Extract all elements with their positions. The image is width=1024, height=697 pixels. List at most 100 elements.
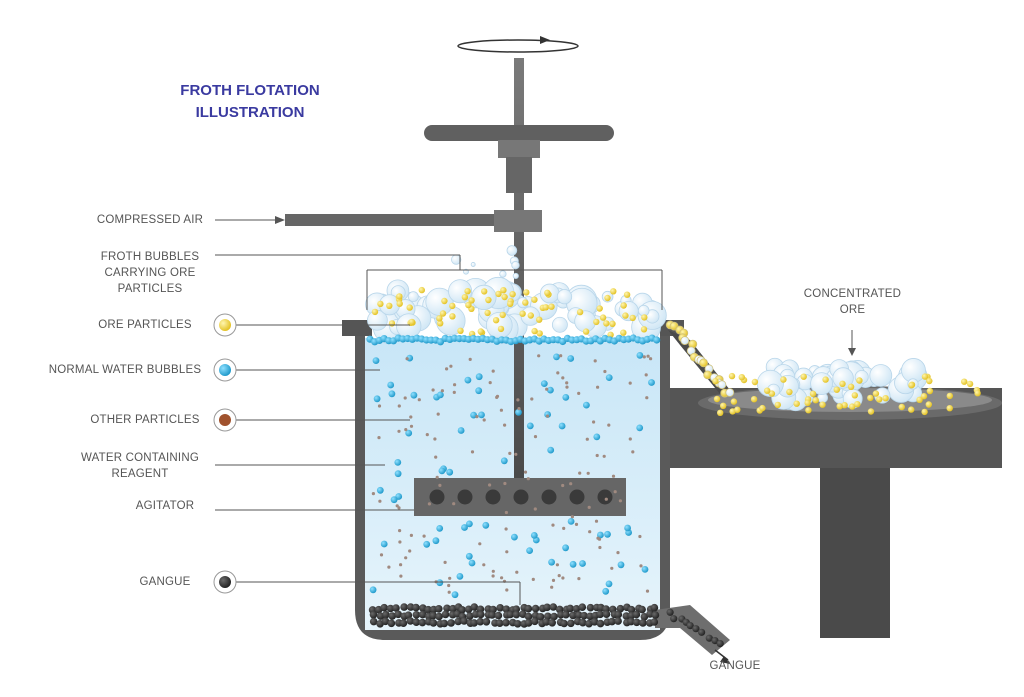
gangue-particle: [496, 604, 505, 612]
gangue-particle: [512, 610, 521, 619]
ore-particle: [519, 310, 526, 317]
ore-particle: [604, 294, 611, 302]
water-bubble: [461, 524, 468, 531]
ore-particle: [809, 390, 817, 397]
water-bubble: [451, 591, 459, 599]
ore-particle: [499, 311, 506, 319]
water-bubble: [387, 381, 395, 389]
water-bubble: [432, 537, 440, 545]
ore-particle: [396, 300, 403, 307]
water-bubble: [593, 433, 601, 441]
gangue-particle: [406, 617, 415, 625]
water-bubble: [436, 579, 444, 587]
other-particle: [569, 482, 573, 486]
other-particle: [592, 420, 596, 424]
ore-particle: [882, 395, 889, 402]
water-bubble: [530, 532, 538, 539]
label-concentrated-ore-line-1: CONCENTRATED: [803, 288, 902, 300]
gangue-particle: [381, 617, 390, 626]
water-bubble: [526, 422, 534, 430]
other-particle: [491, 569, 495, 573]
gangue-particle: [392, 604, 400, 612]
gangue-particle: [608, 617, 616, 626]
ore-particle: [536, 316, 543, 323]
other-particle: [556, 371, 560, 375]
gangue-particle: [711, 637, 719, 645]
other-particle: [631, 450, 635, 454]
chute-particle: [699, 358, 708, 368]
agitator-hole: [429, 489, 445, 505]
other-particle: [526, 477, 530, 481]
ore-particle: [841, 402, 848, 409]
ore-particle: [599, 314, 607, 321]
froth-bubble: [511, 261, 520, 270]
ore-particle: [492, 317, 500, 324]
gangue-particle: [435, 612, 443, 621]
other-particle: [598, 545, 602, 550]
title-line-1: FROTH FLOTATION: [180, 82, 320, 99]
water-bubble: [540, 380, 548, 387]
water-bubble: [369, 586, 377, 594]
ore-particle: [622, 312, 629, 319]
water-bubble: [515, 408, 522, 416]
other-particle: [593, 359, 597, 363]
label-gangue: GANGUE: [139, 576, 191, 588]
gangue-particle: [454, 617, 463, 626]
gangue-particle: [418, 610, 427, 619]
gangue-particle-icon: [213, 570, 237, 594]
water-bubble: [605, 374, 613, 381]
other-particle: [555, 563, 560, 567]
gangue-particle: [639, 619, 647, 627]
gangue-particle: [429, 611, 438, 620]
concentrate-tray: [670, 386, 1002, 638]
label-compressed-air: COMPRESSED AIR: [96, 214, 204, 226]
ore-particle: [461, 294, 469, 301]
other-particle: [495, 395, 499, 399]
other-particle: [399, 574, 403, 578]
gangue-particle: [651, 611, 660, 619]
water-bubble: [423, 540, 431, 548]
agitator-hole: [597, 489, 613, 505]
ore-particle: [531, 296, 538, 303]
label-agitator: AGITATOR: [135, 500, 195, 512]
gangue-particle: [670, 615, 678, 623]
other-particle: [595, 453, 599, 458]
water-bubble: [372, 357, 380, 364]
air-pipe: [285, 214, 515, 226]
other-particle: [610, 566, 614, 570]
leader-lines: [215, 216, 856, 605]
gangue-particle: [394, 610, 403, 619]
other-particle: [449, 364, 453, 368]
ore-particle: [501, 293, 508, 301]
label-froth-bubbles-line-1: FROTH BUBBLES: [100, 251, 200, 263]
water-bubble: [405, 429, 413, 437]
gangue-particle: [579, 618, 587, 627]
label-other-particles: OTHER PARTICLES: [90, 414, 200, 426]
other-particle: [417, 398, 421, 402]
other-particle: [603, 369, 607, 374]
agitator-hole: [513, 489, 529, 505]
gangue-particle: [614, 610, 623, 619]
other-particle: [397, 506, 401, 510]
other-particle: [435, 475, 439, 479]
water-bubble: [653, 336, 661, 344]
gangue-particle: [627, 617, 635, 626]
gangue-particle: [531, 604, 540, 613]
other-particle: [422, 534, 426, 538]
gangue-particle: [638, 605, 646, 614]
ore-particle: [457, 327, 464, 334]
ore-particle: [477, 328, 484, 335]
ore-particle: [872, 390, 880, 397]
gangue-particle: [542, 618, 551, 626]
gangue-particle: [586, 603, 595, 612]
ore-particle: [839, 380, 846, 387]
ore-particle: [377, 300, 384, 308]
label-froth-bubbles: FROTH BUBBLES CARRYING ORE PARTICLES: [80, 249, 220, 297]
other-particle: [452, 390, 456, 394]
water-bubble: [438, 467, 446, 475]
water-bubble: [617, 561, 625, 569]
other-particle: [596, 385, 600, 389]
ore-particle-icon: [213, 313, 237, 337]
other-particle: [397, 429, 401, 433]
label-froth-bubbles-line-3: PARTICLES: [117, 283, 183, 295]
